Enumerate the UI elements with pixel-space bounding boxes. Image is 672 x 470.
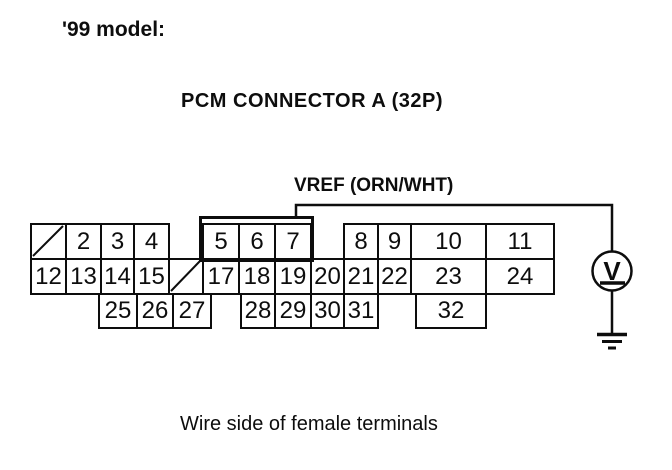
pin-cell-9: 9	[377, 223, 412, 260]
pin-cell-31: 31	[343, 293, 379, 329]
pin-cell-11: 11	[485, 223, 555, 260]
pin-cell-2: 2	[65, 223, 102, 260]
pin-cell-26: 26	[136, 293, 174, 329]
pin-cell-29: 29	[274, 293, 312, 329]
wire-signal-label: VREF (ORN/WHT)	[294, 175, 454, 196]
probe-highlight-box	[199, 216, 314, 262]
pin-cell-12: 12	[30, 258, 67, 295]
pin-cell-13: 13	[65, 258, 102, 295]
pin-cell-23: 23	[410, 258, 487, 295]
model-label: '99 model:	[62, 18, 166, 41]
no-pin-diagonal-icon	[170, 260, 201, 292]
pin-cell-blank	[168, 258, 204, 295]
pin-cell-22: 22	[377, 258, 412, 295]
pin-cell-32: 32	[415, 293, 487, 329]
pin-cell-17: 17	[202, 258, 240, 295]
pin-cell-28: 28	[240, 293, 276, 329]
wire-side-caption: Wire side of female terminals	[180, 413, 438, 435]
pin-cell-19: 19	[274, 258, 312, 295]
pin-cell-30: 30	[310, 293, 345, 329]
pin-cell-25: 25	[98, 293, 138, 329]
pin-cell-21: 21	[343, 258, 379, 295]
pin-cell-3: 3	[100, 223, 135, 260]
pin-cell-10: 10	[410, 223, 487, 260]
pin-cell-18: 18	[238, 258, 276, 295]
pin-cell-8: 8	[343, 223, 379, 260]
pin-cell-20: 20	[310, 258, 345, 295]
pin-cell-blank	[30, 223, 67, 260]
pin-cell-14: 14	[100, 258, 135, 295]
pin-cell-27: 27	[172, 293, 212, 329]
connector-title: PCM CONNECTOR A (32P)	[181, 90, 444, 112]
no-pin-diagonal-icon	[32, 225, 64, 257]
pin-cell-24: 24	[485, 258, 555, 295]
pin-cell-4: 4	[133, 223, 170, 260]
pin-cell-15: 15	[133, 258, 170, 295]
